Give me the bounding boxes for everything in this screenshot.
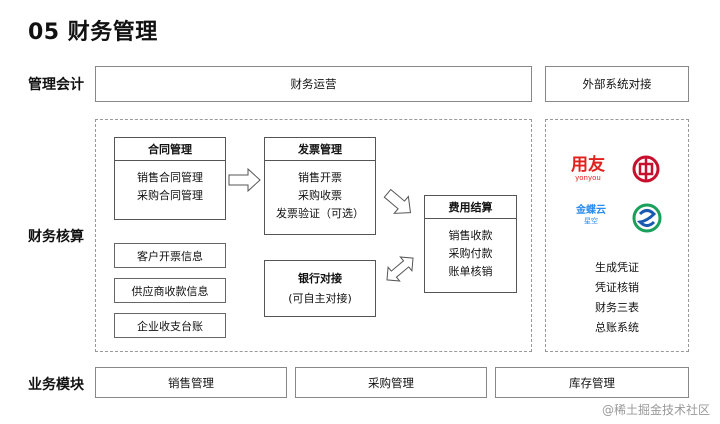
expense-settlement-title: 费用结算 — [425, 196, 516, 219]
external-integration-box: 外部系统对接 — [545, 66, 689, 102]
kingdee-logo-text: 金蝶云 — [576, 205, 606, 216]
kingdee-logo-subtext: 星空 — [584, 217, 598, 225]
purchase-management-box: 采购管理 — [295, 367, 487, 398]
invoice-item: 销售开票 — [298, 171, 342, 184]
bank-integration-title: 银行对接 — [298, 271, 342, 285]
inventory-management-box: 库存管理 — [495, 367, 689, 398]
enterprise-ledger-box: 企业收支台账 — [114, 313, 226, 338]
external-item: 凭证核销 — [595, 281, 639, 294]
row-label-financial-accounting: 财务核算 — [28, 229, 84, 245]
contract-management-title: 合同管理 — [115, 138, 225, 161]
row-label-management-accounting: 管理会计 — [28, 77, 84, 93]
external-items: 生成凭证 凭证核销 财务三表 总账系统 — [545, 258, 689, 338]
external-systems-area — [545, 119, 689, 352]
external-item: 生成凭证 — [595, 261, 639, 274]
sales-management-box: 销售管理 — [95, 367, 287, 398]
ccb-logo-icon — [632, 203, 662, 233]
finance-ops-box: 财务运营 — [95, 66, 532, 102]
invoice-item: 发票验证（可选） — [276, 207, 364, 220]
expense-item: 采购付款 — [448, 247, 493, 260]
invoice-item: 采购收票 — [298, 189, 342, 202]
expense-settlement-card: 费用结算 销售收款 采购付款 账单核销 — [424, 195, 517, 293]
financial-accounting-area — [95, 119, 532, 352]
supplier-payment-info-box: 供应商收款信息 — [114, 278, 226, 303]
bank-of-china-logo-icon — [632, 155, 660, 183]
yonyou-logo-subtext: yonyou — [575, 174, 601, 182]
expense-item: 账单核销 — [448, 265, 493, 278]
external-item: 总账系统 — [595, 321, 639, 334]
contract-item: 采购合同管理 — [137, 189, 203, 202]
invoice-management-title: 发票管理 — [265, 138, 375, 161]
external-item: 财务三表 — [595, 301, 639, 314]
watermark: @稀土掘金技术社区 — [601, 403, 710, 417]
row-label-business-modules: 业务模块 — [28, 377, 84, 393]
bank-integration-box: 银行对接 (可自主对接) — [264, 260, 376, 317]
invoice-management-card: 发票管理 销售开票 采购收票 发票验证（可选） — [264, 137, 376, 235]
expense-item: 销售收款 — [448, 229, 493, 242]
contract-management-card: 合同管理 销售合同管理 采购合同管理 — [114, 137, 226, 220]
arrow-down-right-icon — [383, 188, 412, 214]
customer-invoice-info-box: 客户开票信息 — [114, 243, 226, 268]
arrow-right-icon — [228, 168, 261, 192]
double-arrow-icon — [386, 256, 414, 282]
yonyou-logo: 用友 yonyou — [566, 156, 610, 182]
contract-item: 销售合同管理 — [137, 171, 203, 184]
page-title: 05 财务管理 — [28, 20, 158, 45]
bank-integration-subtitle: (可自主对接) — [288, 291, 352, 305]
yonyou-logo-text: 用友 — [571, 155, 605, 175]
kingdee-logo: 金蝶云 星空 — [566, 205, 616, 226]
